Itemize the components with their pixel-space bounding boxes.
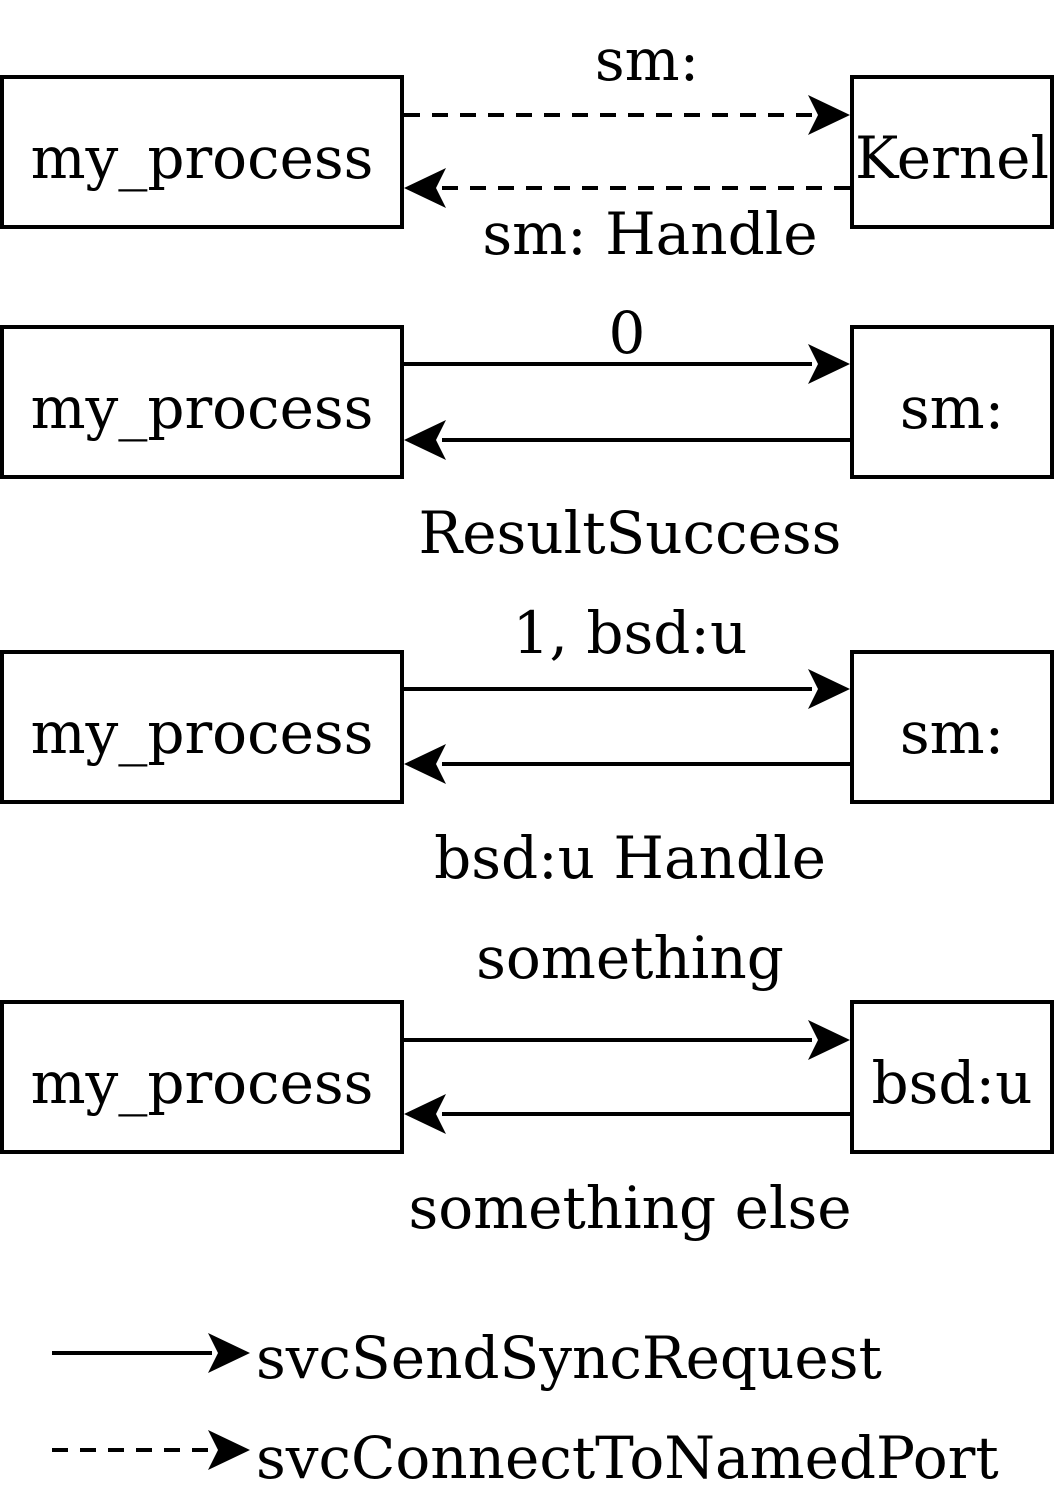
- reply-arrow-head: [404, 168, 446, 208]
- right-box: [850, 325, 1054, 479]
- left-box: [0, 325, 404, 479]
- right-box-label: bsd:u: [872, 1049, 1033, 1117]
- row-1: my_process Kernel sm: sm: Handle: [0, 26, 1054, 268]
- reply-label: ResultSuccess: [419, 499, 842, 567]
- request-label: something: [476, 924, 784, 992]
- legend-dashed-arrow-head: [208, 1430, 250, 1470]
- left-box-label: my_process: [31, 1049, 374, 1117]
- request-arrow-head: [808, 344, 850, 384]
- reply-arrow-head: [404, 744, 446, 784]
- left-box: [0, 650, 404, 804]
- request-label: sm:: [595, 26, 699, 94]
- row-4: my_process bsd:u something something els…: [0, 924, 1054, 1242]
- request-arrow-head: [808, 1020, 850, 1060]
- left-box-label: my_process: [31, 374, 374, 442]
- request-label: 1, bsd:u: [513, 599, 748, 667]
- right-box-label: Kernel: [855, 124, 1049, 192]
- reply-arrow-head: [404, 1094, 446, 1134]
- row-2: my_process sm: 0 ResultSuccess: [0, 299, 1054, 567]
- right-box: [850, 650, 1054, 804]
- reply-label: bsd:u Handle: [434, 824, 826, 892]
- right-box-label: sm:: [900, 699, 1004, 767]
- legend-dashed-label: svcConnectToNamedPort: [256, 1424, 999, 1492]
- request-label: 0: [609, 299, 646, 367]
- right-box: [850, 1000, 1054, 1154]
- left-box-label: my_process: [31, 699, 374, 767]
- request-arrow-head: [808, 95, 850, 135]
- right-box: [850, 75, 1054, 229]
- reply-label: something else: [408, 1174, 851, 1242]
- request-arrow-head: [808, 669, 850, 709]
- left-box: [0, 1000, 404, 1154]
- reply-label: sm: Handle: [482, 200, 817, 268]
- right-box-label: sm:: [900, 374, 1004, 442]
- left-box-label: my_process: [31, 124, 374, 192]
- reply-arrow-head: [404, 420, 446, 460]
- legend: svcSendSyncRequest svcConnectToNamedPort: [52, 1324, 999, 1492]
- legend-solid-arrow-head: [208, 1333, 250, 1373]
- row-3: my_process sm: 1, bsd:u bsd:u Handle: [0, 599, 1054, 892]
- left-box: [0, 75, 404, 229]
- legend-solid-label: svcSendSyncRequest: [256, 1324, 882, 1392]
